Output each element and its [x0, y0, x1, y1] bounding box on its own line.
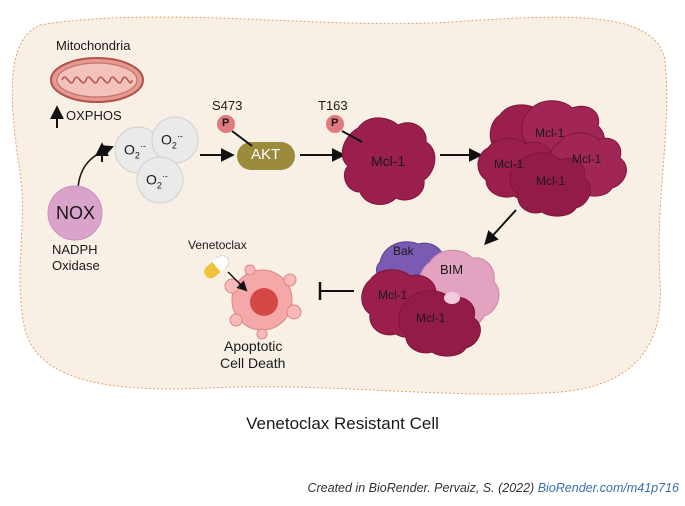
akt-pill [237, 142, 295, 170]
mcl1-label-cluster-1: Mcl-1 [535, 126, 565, 140]
biorender-credit: Created in BioRender. Pervaiz, S. (2022)… [307, 481, 679, 495]
nox-label: NOX [56, 203, 96, 223]
akt-phospho-bond [231, 130, 253, 147]
superoxide-label-1: O2·- [124, 141, 146, 161]
bak-label: Bak [393, 244, 414, 258]
superoxide-circle-3 [136, 156, 184, 204]
mcl1-phospho-circle [326, 115, 344, 133]
venetoclax-pill-icon [204, 255, 230, 279]
cluster-to-complex-arrow [484, 209, 517, 246]
bim-label: BIM [440, 262, 464, 277]
venetoclax-label: Venetoclax [188, 238, 247, 252]
nadph-label: NADPH [52, 242, 98, 257]
oxphos-label: OXPHOS [66, 108, 122, 123]
bak-bim-mcl1-complex [361, 241, 500, 357]
s473-label: S473 [212, 98, 243, 113]
superoxide-label-3: O2·- [146, 171, 168, 191]
akt-phospho-circle [217, 115, 235, 133]
superoxide-label-2: O2·- [161, 131, 183, 151]
figure-caption: Venetoclax Resistant Cell [246, 414, 439, 433]
credit-link[interactable]: BioRender.com/m41p716 [537, 481, 679, 495]
mcl1-label-main: Mcl-1 [371, 153, 406, 169]
t163-label: T163 [318, 98, 348, 113]
mitochondria-label: Mitochondria [56, 38, 131, 53]
mcl1-label-cluster-3: Mcl-1 [572, 152, 602, 166]
oxidase-label: Oxidase [52, 258, 100, 273]
apoptotic-cell-icon [220, 258, 304, 342]
mcl1-phospho-label: P [331, 117, 339, 129]
venetoclax-arrow [227, 271, 248, 292]
mcl1-label-cluster-2: Mcl-1 [494, 157, 524, 171]
akt-phospho-label: P [222, 117, 230, 129]
mcl1-cluster [477, 100, 627, 217]
mcl1-protein-phospho [341, 117, 436, 206]
mcl1-label-complex-1: Mcl-1 [378, 288, 408, 302]
akt-label: AKT [251, 146, 281, 163]
credit-text: Created in BioRender. Pervaiz, S. (2022) [307, 481, 538, 495]
cell-death-label: Cell Death [220, 355, 286, 371]
mcl1-label-cluster-4: Mcl-1 [536, 174, 566, 188]
mcl1-phospho-bond [341, 130, 363, 143]
nox-circle [47, 185, 103, 241]
mcl1-label-complex-2: Mcl-1 [416, 311, 446, 325]
mitochondria-icon [50, 57, 144, 103]
apoptotic-label: Apoptotic [224, 338, 283, 354]
